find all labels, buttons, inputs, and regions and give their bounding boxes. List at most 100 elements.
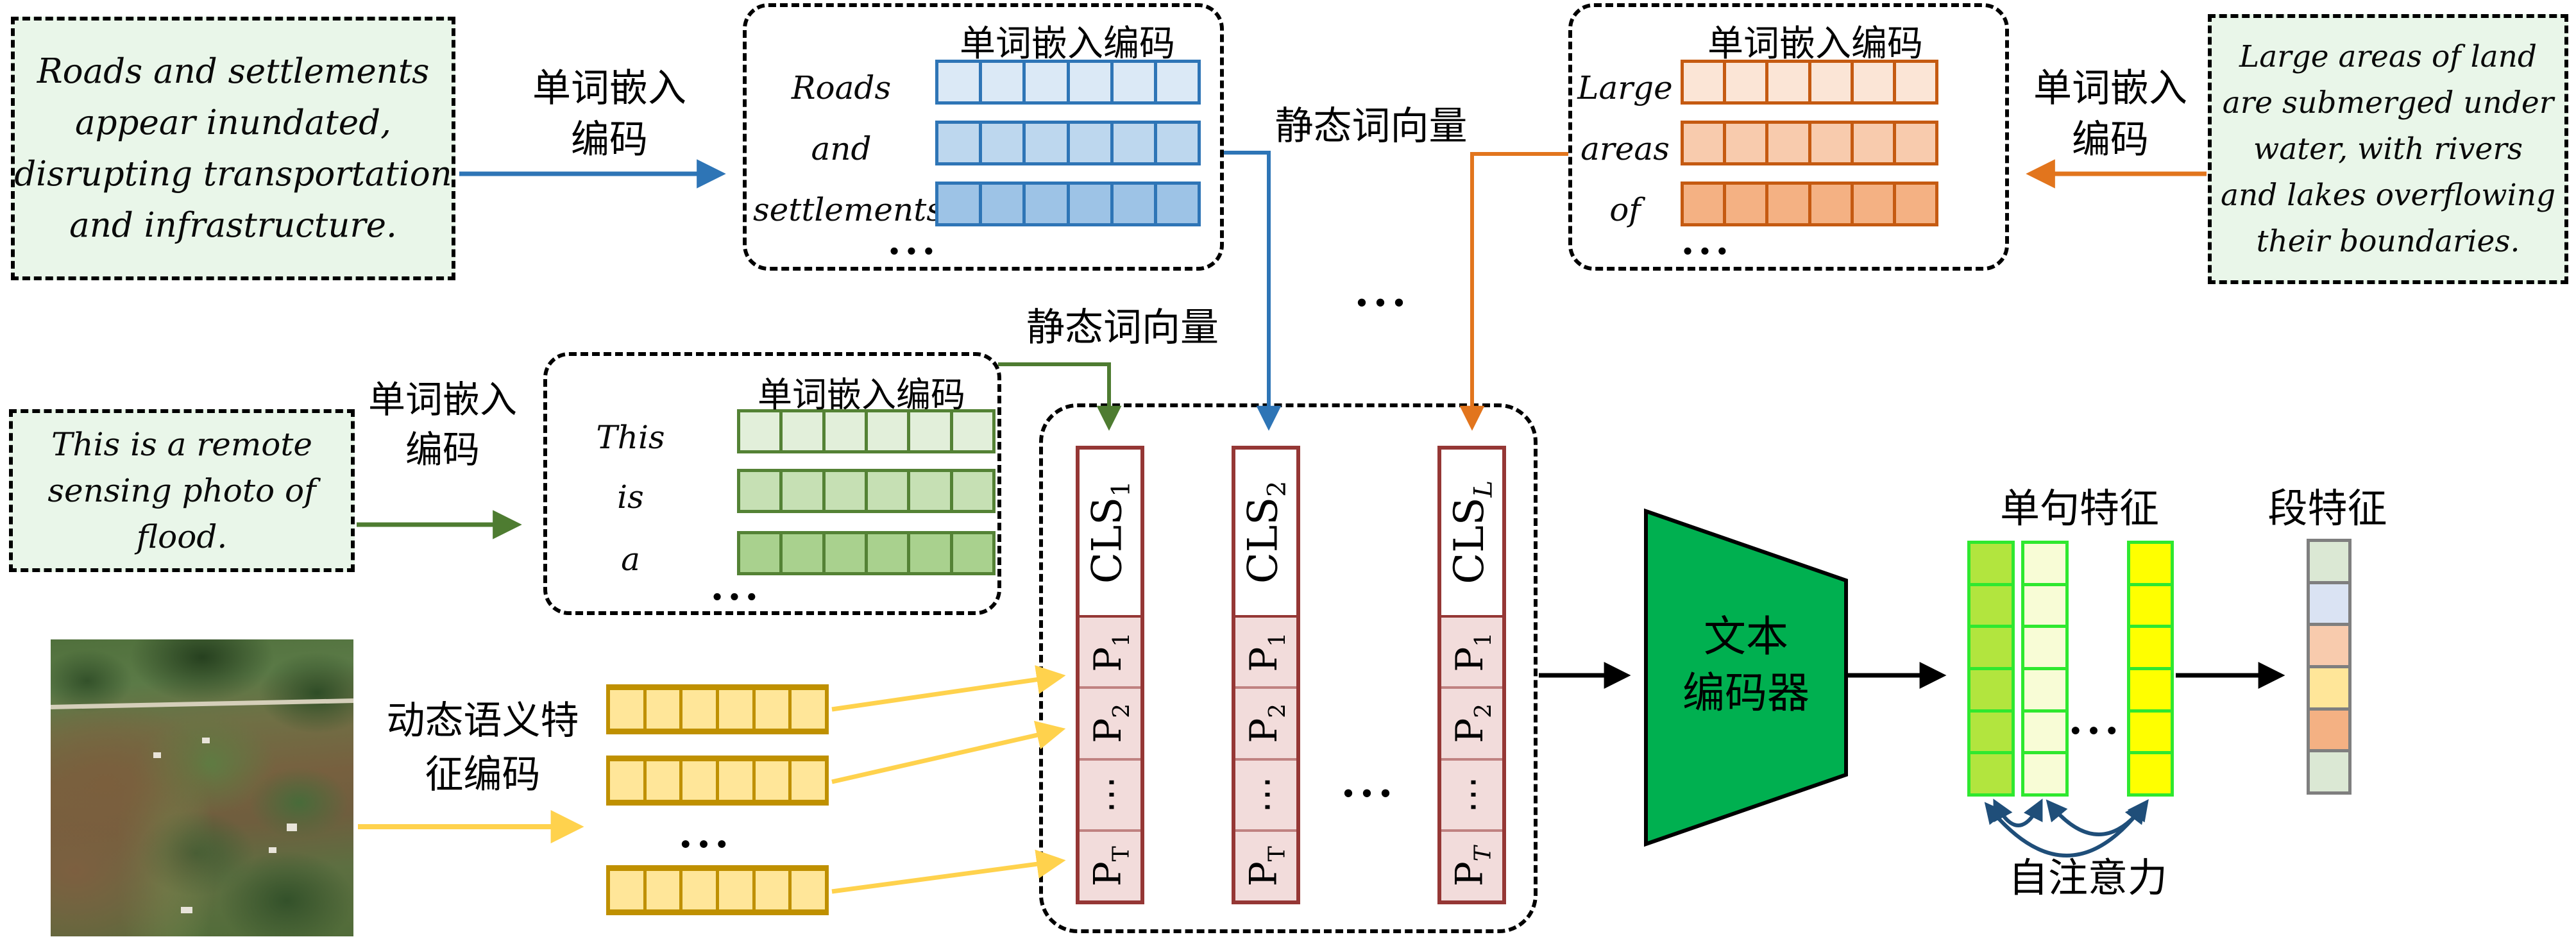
vector-cell (864, 472, 908, 510)
p-cell: P1 (1080, 615, 1140, 687)
vector-cell (1066, 63, 1110, 101)
vector-cell (864, 534, 908, 572)
vector-cell (1066, 124, 1110, 162)
sentence-box-1: Roads and settlements appear inundated, … (11, 17, 455, 280)
vector-cell (938, 63, 979, 101)
vector-cell (2310, 707, 2348, 750)
vector-cell (1970, 667, 2012, 709)
vector-cell (2310, 623, 2348, 666)
vector-cell (610, 871, 643, 909)
vector-cell (907, 412, 950, 450)
green-embedding-box: 单词嵌入编码 This is a ... (543, 352, 1001, 615)
vector-cell (2130, 582, 2171, 625)
embedding-row (1681, 121, 1938, 165)
vector-cell (1808, 63, 1851, 101)
word-blue-2: and (811, 130, 872, 167)
vector-cell (2130, 544, 2171, 583)
vector-cell (1765, 124, 1808, 162)
dynamic-feature-row (606, 865, 829, 915)
p-cell: PT (1441, 829, 1502, 900)
vector-cell (1684, 185, 1724, 223)
vector-cell (1892, 124, 1936, 162)
word-green-3: a (621, 541, 640, 578)
vector-cell (1765, 185, 1808, 223)
vector-cell (643, 690, 680, 729)
vector-cell (1892, 185, 1936, 223)
vector-cell (1684, 63, 1724, 101)
p-cell: PT (1235, 829, 1296, 900)
vector-cell (788, 690, 826, 729)
vector-cell (2130, 625, 2171, 668)
vector-cell (822, 534, 865, 572)
vector-cell (1892, 63, 1936, 101)
sentence-feature-label: 单句特征 (1999, 487, 2159, 531)
ellipsis-top: ... (1354, 266, 1411, 316)
vector-cell (949, 412, 992, 450)
sentence-box-3: Large areas of land are submerged under … (2208, 14, 2568, 284)
embed-title-orange: 单词嵌入编码 (1707, 23, 1923, 63)
vector-cell (716, 761, 752, 800)
vector-cell (1110, 124, 1154, 162)
orange-embedding-box: 单词嵌入编码 Large areas of ... (1568, 3, 2009, 271)
word-embedding-label-left: 单词嵌入 编码 (532, 67, 686, 161)
vector-cell (822, 412, 865, 450)
dynamic-feature-row (606, 684, 829, 734)
vector-cell (2130, 751, 2171, 794)
vector-cell (1808, 124, 1851, 162)
vector-cell (938, 185, 979, 223)
static-word-vector-label-mid: 静态词向量 (1026, 306, 1219, 349)
word-green-ellipsis: ... (710, 564, 763, 609)
vector-cell (740, 472, 780, 510)
cls-cell: CLS1 (1080, 450, 1140, 615)
word-orange-3: of (1609, 191, 1641, 228)
vector-cell (1022, 63, 1067, 101)
vector-cell (779, 412, 822, 450)
p-cell: ⋯ (1080, 757, 1140, 829)
vector-cell (610, 690, 643, 729)
embedding-row (737, 531, 996, 575)
dynamic-feature-row (606, 756, 829, 806)
vector-cell (1850, 63, 1893, 101)
vector-cell (1066, 185, 1110, 223)
token-column-3: CLSL P1 P2 ⋯ PT (1437, 446, 1506, 904)
ellipsis-yellow: ... (678, 809, 733, 857)
vector-cell (788, 871, 826, 909)
sentence-feature-column-2 (2021, 541, 2069, 797)
vector-cell (740, 412, 780, 450)
vector-cell (979, 124, 1023, 162)
vector-cell (1723, 185, 1766, 223)
vector-cell (752, 871, 789, 909)
vector-cell (2024, 709, 2065, 752)
vector-cell (2024, 625, 2065, 668)
vector-cell (679, 871, 716, 909)
text-encoder-label: 文本 编码器 (1682, 612, 1809, 716)
vector-cell (679, 690, 716, 729)
vector-cell (1022, 185, 1067, 223)
vector-cell (740, 534, 780, 572)
vector-cell (1808, 185, 1851, 223)
vector-cell (643, 871, 680, 909)
p-cell: P1 (1441, 615, 1502, 687)
vector-cell (1153, 63, 1198, 101)
vector-cell (2130, 667, 2171, 709)
cls-cell: CLS2 (1235, 450, 1296, 615)
vector-cell (2310, 749, 2348, 792)
vector-cell (2024, 544, 2065, 583)
vector-cell (949, 472, 992, 510)
segment-feature-label: 段特征 (2267, 487, 2387, 531)
word-orange-2: areas (1580, 130, 1670, 167)
vector-cell (716, 690, 752, 729)
vector-cell (1765, 63, 1808, 101)
embedding-row (935, 182, 1201, 226)
ellipsis-columns: ... (1341, 757, 1397, 807)
static-word-vector-label-top: 静态词向量 (1275, 105, 1468, 148)
vector-cell (949, 534, 992, 572)
sentence-feature-column-3 (2127, 541, 2174, 797)
vector-cell (1970, 582, 2012, 625)
self-attention-label: 自注意力 (2008, 856, 2167, 900)
vector-cell (1970, 544, 2012, 583)
word-embedding-label-mid: 单词嵌入 编码 (368, 379, 517, 471)
sentence-feature-column-1 (1967, 541, 2015, 797)
vector-cell (2024, 751, 2065, 794)
